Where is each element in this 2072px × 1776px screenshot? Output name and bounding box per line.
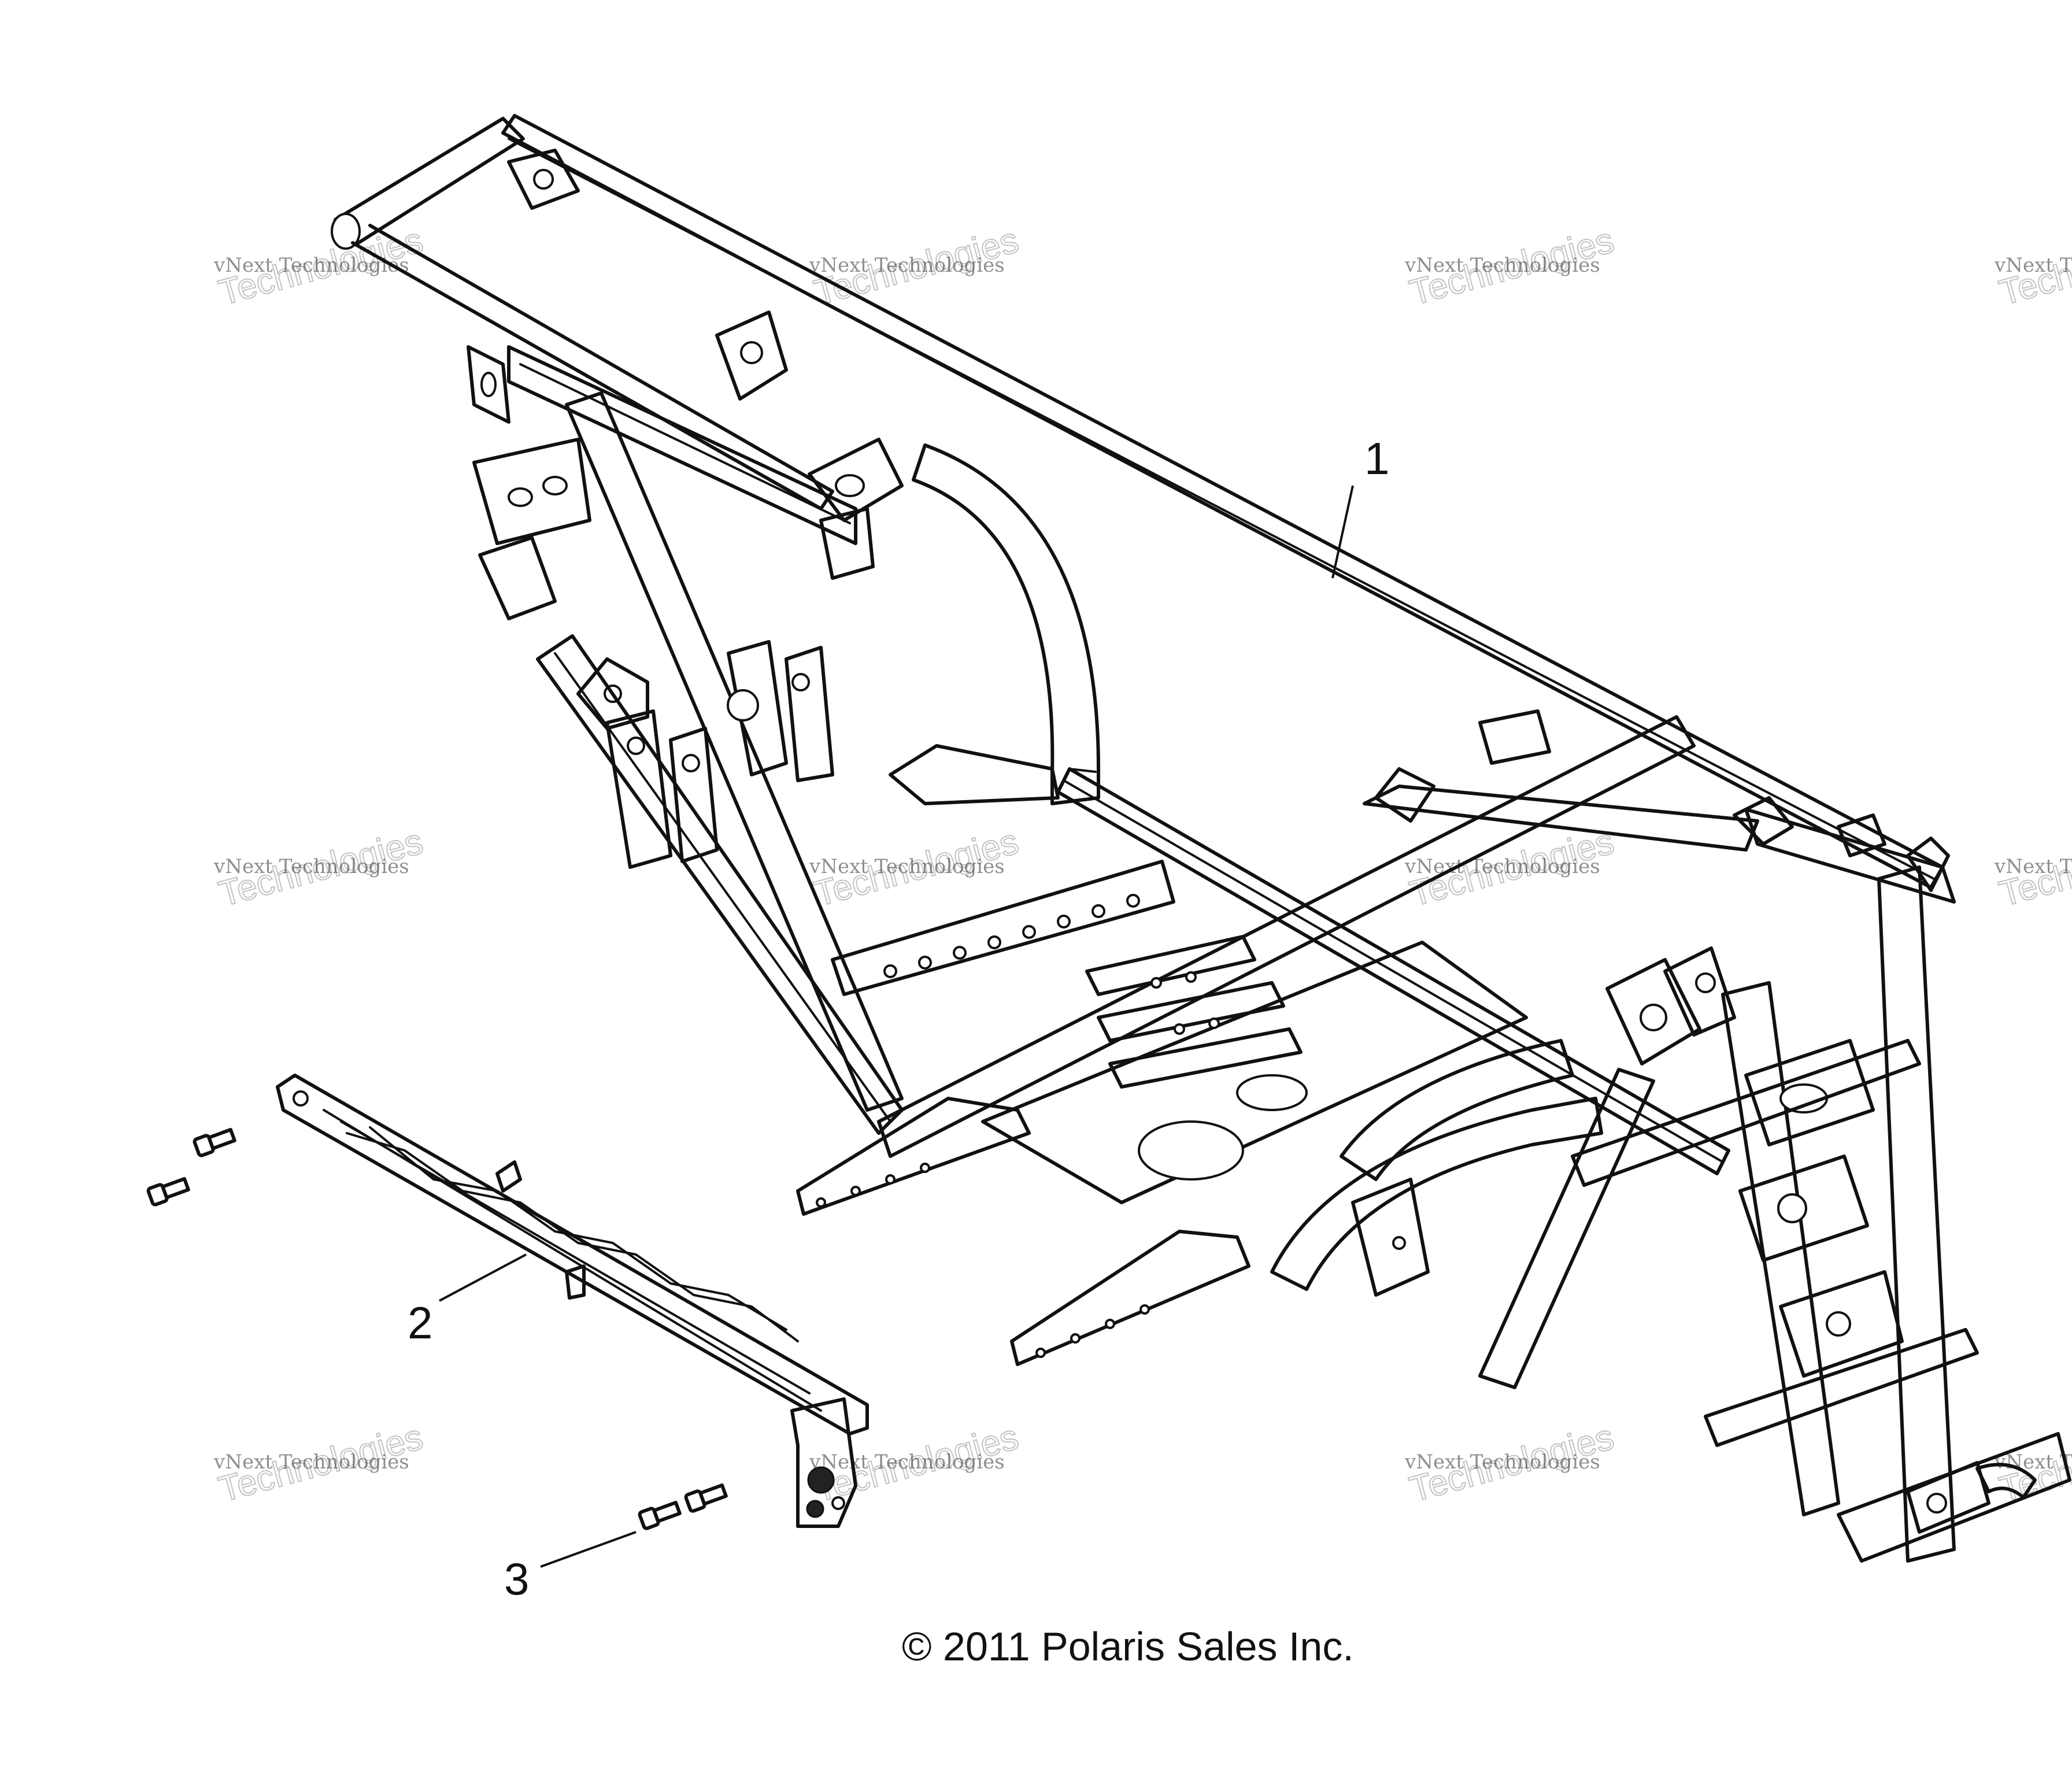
watermark-text: vNext Technologies [213,855,409,878]
side-rail-body [276,1074,869,1435]
callout-2: 2 [408,1297,432,1348]
floor-pan-opening [1138,1120,1244,1181]
front-upper-frame [1363,785,1759,852]
floor-crossmember [831,860,1175,996]
crossmember-holes [883,894,1140,978]
footrest-holes-left [816,1163,930,1208]
watermark-text: vNext Technologies [809,855,1005,878]
watermark: Technologies vNext Technologies [213,1416,428,1510]
watermark: Technologies vNext Technologies [809,220,1023,313]
watermark-text: vNext Technologies [1404,1451,1600,1474]
front-strut [1721,981,1840,1516]
leader-line-2 [439,1253,527,1302]
copyright-text: © 2011 Polaris Sales Inc. [902,1624,1354,1669]
watermark-text: vNext Technologies [1404,855,1600,878]
rear-diagonal-strut [565,391,904,1112]
callout-1: 1 [1364,433,1389,484]
watermark-text: vNext Technologies [1404,254,1600,277]
rail-tab [495,1160,522,1193]
callout-layer: 1 2 3 [408,433,1389,1604]
side-rail [276,1074,869,1528]
front-diagonal-strut [1478,1068,1655,1389]
front-lower-crossmember [1571,1039,1921,1187]
watermark: Technologies vNext Technologies [213,821,428,915]
skid-ribs [1085,935,1303,1089]
leader-line-3 [540,1531,637,1568]
curved-center-tube [912,443,1100,805]
watermark-text: vNext Technologies [809,254,1005,277]
footrest-holes-right [1035,1304,1150,1358]
center-long-tube [1056,767,1730,1175]
rear-brackets [467,149,904,730]
rail-truss [346,1126,799,1342]
bolt [193,1127,236,1157]
lower-left-rail [889,744,1060,805]
front-base-mount [1837,1432,2071,1563]
left-footrest-arm [796,1097,1031,1216]
front-right-post [1906,837,1950,892]
watermark: Technologies vNext Technologies [1404,1416,1619,1510]
rail-end-bracket [790,1397,857,1528]
watermark-text: vNext Technologies [1994,855,2072,878]
bolt [146,1176,190,1207]
watermark: Technologies vNext Technologies [1404,220,1619,313]
front-upper-arch [1340,1039,1574,1181]
bolt [638,1500,682,1530]
watermark-text: vNext Technologies [809,1451,1005,1474]
leader-line-1 [1331,485,1354,579]
watermark: Technologies vNext Technologies [1994,821,2072,915]
callout-3: 3 [504,1553,529,1604]
watermark-text: vNext Technologies [1994,254,2072,277]
watermark: Technologies vNext Technologies [809,821,1023,915]
front-left-post [1877,865,1956,1563]
bolt-group [146,1127,728,1530]
rear-shock-mounts [605,640,834,869]
rear-crossbar [507,345,857,545]
front-hook [1975,1463,2037,1499]
watermark: Technologies vNext Technologies [1994,220,2072,313]
frame-assembly [331,114,2071,1563]
front-lower-rail [877,715,1696,1158]
watermark: Technologies vNext Technologies [809,1416,1023,1510]
rail-lower-tab [565,1264,586,1300]
rear-cross-tube [334,117,525,245]
right-footrest-arm [1010,1230,1250,1366]
front-mid-crossmember [1704,1328,1979,1447]
floor-pan [981,941,1528,1204]
watermark-text: vNext Technologies [213,1451,409,1474]
bolt [684,1483,728,1513]
watermark: Technologies vNext Technologies [1404,821,1619,915]
